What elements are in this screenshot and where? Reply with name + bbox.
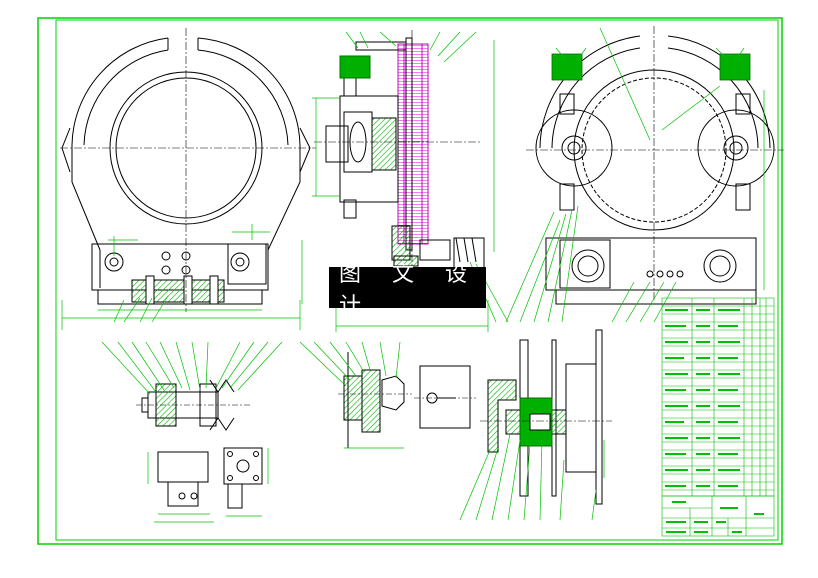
brake-section-view xyxy=(487,329,603,505)
part-views-bottom-left xyxy=(157,447,263,509)
title-block-marks xyxy=(666,501,764,533)
bolt-detail xyxy=(338,352,412,448)
shaft-subassembly-leaders xyxy=(101,341,283,395)
front-view-right-centerlines xyxy=(526,26,784,300)
shaft-subassembly xyxy=(136,379,250,431)
key-detail xyxy=(414,365,476,429)
bolt-detail-leaders xyxy=(299,341,404,449)
front-view-left-centerlines xyxy=(60,28,316,312)
inner-border xyxy=(55,19,779,541)
parts-list-entries xyxy=(665,309,740,487)
title-block xyxy=(661,495,775,537)
side-section-centerlines xyxy=(314,30,480,268)
front-view-left-dimensions xyxy=(61,224,303,330)
brake-section-leaders xyxy=(459,433,605,521)
part-views-dimensions xyxy=(147,448,269,523)
front-view-right-dimensions xyxy=(505,27,765,323)
outer-border xyxy=(37,17,783,545)
side-section-view xyxy=(325,37,485,269)
front-view-right-actuators xyxy=(551,53,751,81)
parts-list-rows xyxy=(662,305,774,491)
parts-list-table xyxy=(661,297,775,497)
watermark-stamp: 图 文 设 计 xyxy=(329,262,486,319)
